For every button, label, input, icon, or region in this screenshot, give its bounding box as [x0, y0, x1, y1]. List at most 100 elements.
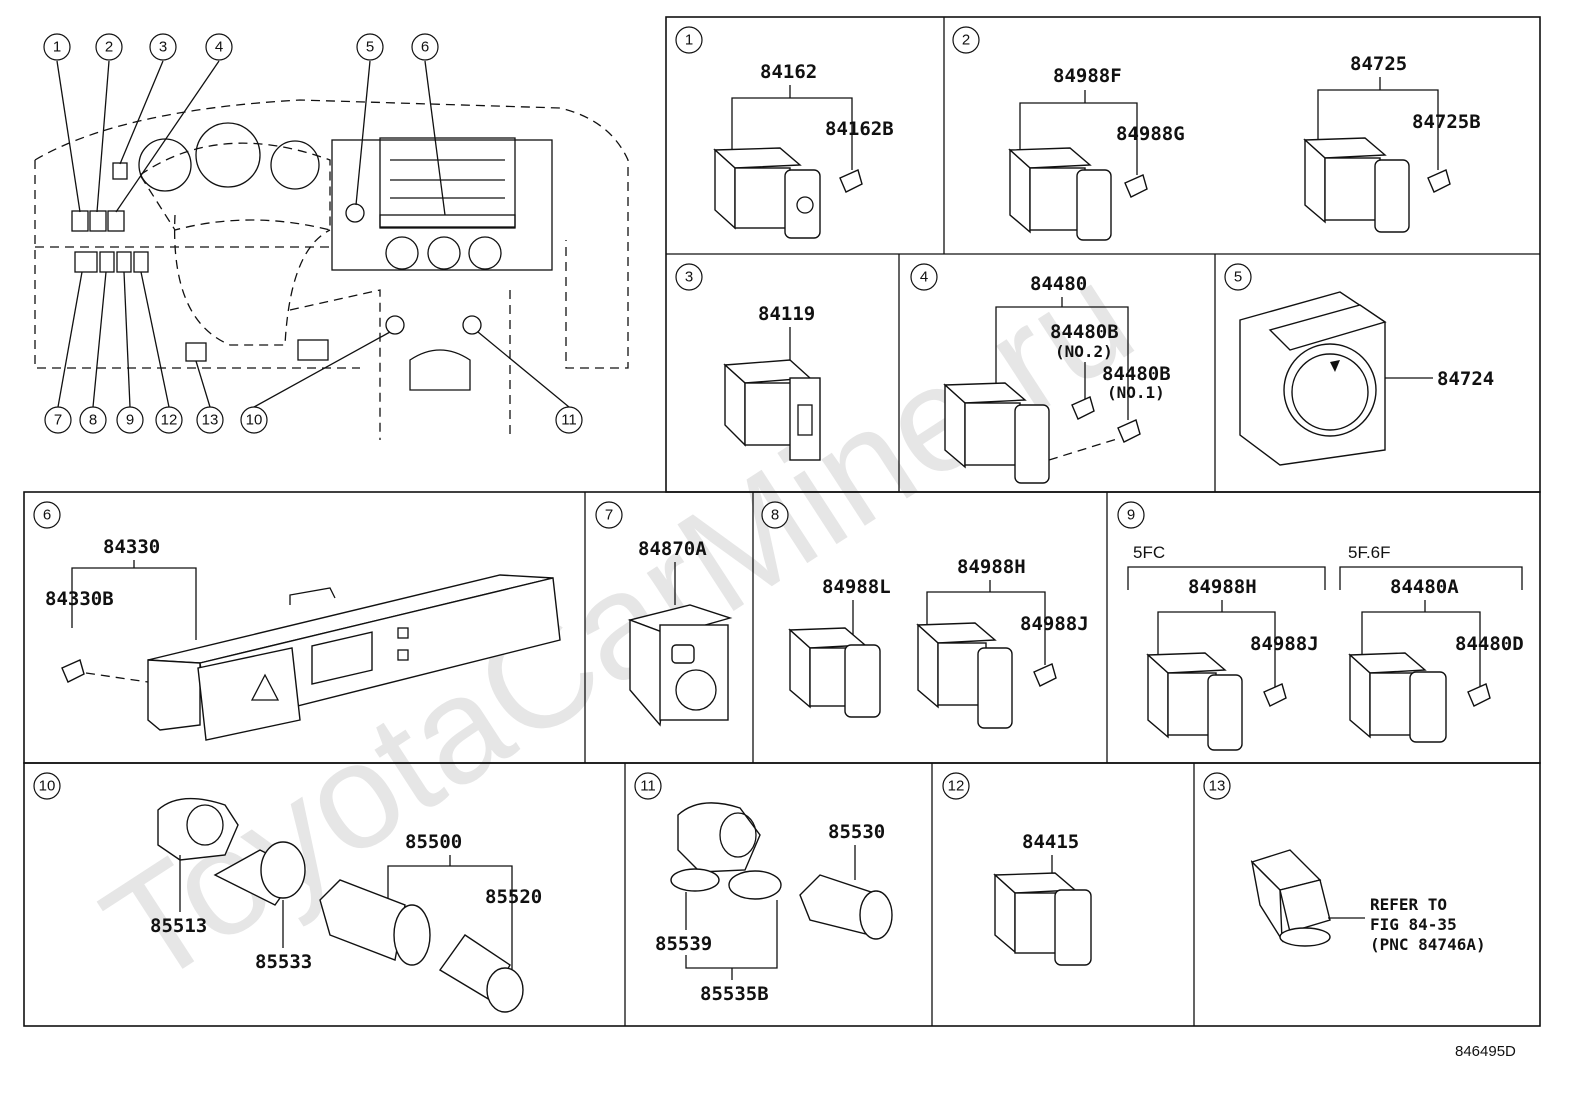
panel-4: 4 84480 84480B (NO.2) 84480B (NO.1) [910, 263, 1171, 484]
panel-8: 8 84988L 84988H 84988J [761, 501, 1089, 729]
part-label: 84119 [758, 303, 815, 325]
part-label: 84988H [1188, 576, 1257, 598]
panel-2: 2 84988F 84988G 84725 84725B [952, 26, 1481, 241]
callout-10: 10 [240, 406, 268, 434]
svg-text:1: 1 [53, 39, 61, 56]
callout-9: 9 [116, 406, 144, 434]
switch-icon [1250, 849, 1331, 947]
svg-text:10: 10 [39, 778, 56, 795]
part-label: 85539 [655, 933, 712, 955]
panel-10: 10 85513 85533 85500 85520 [33, 772, 542, 1013]
reference-note: (PNC 84746A) [1370, 935, 1486, 954]
clock-hazard-panel-icon [147, 574, 561, 741]
callout-6: 6 [411, 33, 439, 61]
svg-text:4: 4 [920, 269, 928, 286]
svg-text:5: 5 [366, 39, 374, 56]
callout-11: 11 [555, 406, 583, 434]
transfer-switch-icon [1239, 291, 1387, 466]
svg-text:13: 13 [202, 412, 219, 429]
panel-12: 12 84415 [942, 772, 1092, 966]
part-label: 84162B [825, 118, 894, 140]
part-note: (NO.2) [1055, 342, 1113, 361]
bulb-icon [61, 659, 85, 683]
callout-7: 7 [44, 406, 72, 434]
callout-13: 13 [196, 406, 224, 434]
part-label: 84480 [1030, 273, 1087, 295]
panel-9: 9 5FC 5F.6F 84988H 84988J 84480A 84480D [1117, 501, 1524, 751]
bulb-icon [1117, 419, 1141, 443]
part-label: 84870A [638, 538, 707, 560]
svg-text:9: 9 [1127, 507, 1135, 524]
part-label: 85500 [405, 831, 462, 853]
part-label: 84162 [760, 61, 817, 83]
part-label: 84330B [45, 588, 114, 610]
part-label: 84330 [103, 536, 160, 558]
svg-text:10: 10 [246, 412, 263, 429]
part-label: 84724 [1437, 368, 1494, 390]
socket-ring-icon [213, 841, 306, 906]
part-label: 85530 [828, 821, 885, 843]
panel-5: 5 84724 [1224, 263, 1494, 466]
variant-label: 5FC [1133, 543, 1165, 562]
svg-text:3: 3 [685, 269, 693, 286]
part-label: 84480B [1050, 321, 1119, 343]
dashboard-overview: 1 2 3 4 5 6 7 8 9 12 13 10 11 [34, 33, 629, 440]
callout-4: 4 [205, 33, 233, 61]
panel-7: 7 84870A [595, 501, 733, 727]
vsc-off-switch-icon [788, 627, 881, 718]
part-label: 84480D [1455, 633, 1524, 655]
svg-text:2: 2 [962, 32, 970, 49]
power-outlet-cap-icon [670, 868, 782, 900]
svg-text:9: 9 [126, 412, 134, 429]
part-label: 84415 [1022, 831, 1079, 853]
bulb-icon [1427, 169, 1451, 193]
power-outlet-housing-icon [677, 802, 761, 873]
part-label: 84988L [822, 576, 891, 598]
switch-icon [993, 872, 1092, 966]
reference-note: FIG 84-35 [1370, 915, 1457, 934]
reference-note: REFER TO [1370, 895, 1447, 914]
blank-switch-icon [1348, 652, 1447, 743]
callout-1: 1 [43, 33, 71, 61]
svg-text:5: 5 [1234, 269, 1242, 286]
panel-6: 6 84330 84330B [33, 501, 561, 741]
part-label: 84725B [1412, 111, 1481, 133]
rear-heater-switch-icon [916, 622, 1013, 729]
svg-text:2: 2 [105, 39, 113, 56]
part-label: 84480A [1390, 576, 1459, 598]
part-note: (NO.1) [1107, 383, 1165, 402]
rheostat-switch-icon [723, 359, 821, 461]
svg-text:3: 3 [159, 39, 167, 56]
panel-11: 11 85530 85539 85535B [634, 772, 893, 1005]
part-label: 84480B [1102, 363, 1171, 385]
bulb-icon [1124, 174, 1148, 198]
part-label: 84725 [1350, 53, 1407, 75]
callout-5: 5 [356, 33, 384, 61]
power-outlet-socket-icon [799, 874, 893, 940]
callout-12: 12 [155, 406, 183, 434]
callout-2: 2 [95, 33, 123, 61]
part-label: 85533 [255, 951, 312, 973]
svg-text:8: 8 [771, 507, 779, 524]
rear-heater-switch-icon [1146, 652, 1243, 751]
rear-diff-lock-switch-icon [1303, 137, 1410, 233]
svg-text:11: 11 [640, 778, 656, 795]
bulb-icon [839, 169, 863, 193]
auto-lsd-switch-icon [1008, 147, 1112, 241]
panel-1: 1 84162 84162B [675, 26, 894, 239]
mirror-switch-icon [627, 604, 733, 727]
part-label: 85520 [485, 886, 542, 908]
panel-13: 13 REFER TO FIG 84-35 (PNC 84746A) [1203, 772, 1486, 954]
svg-text:13: 13 [1209, 778, 1226, 795]
part-label: 85535B [700, 983, 769, 1005]
part-label: 85513 [150, 915, 207, 937]
svg-text:6: 6 [421, 39, 429, 56]
bulb-icon [1033, 663, 1057, 687]
part-label: 84988H [957, 556, 1026, 578]
svg-text:8: 8 [89, 412, 97, 429]
part-label: 84988G [1116, 123, 1185, 145]
socket-housing-icon [157, 797, 239, 861]
callout-3: 3 [149, 33, 177, 61]
bulb-icon [1467, 683, 1491, 707]
svg-text:4: 4 [215, 39, 223, 56]
